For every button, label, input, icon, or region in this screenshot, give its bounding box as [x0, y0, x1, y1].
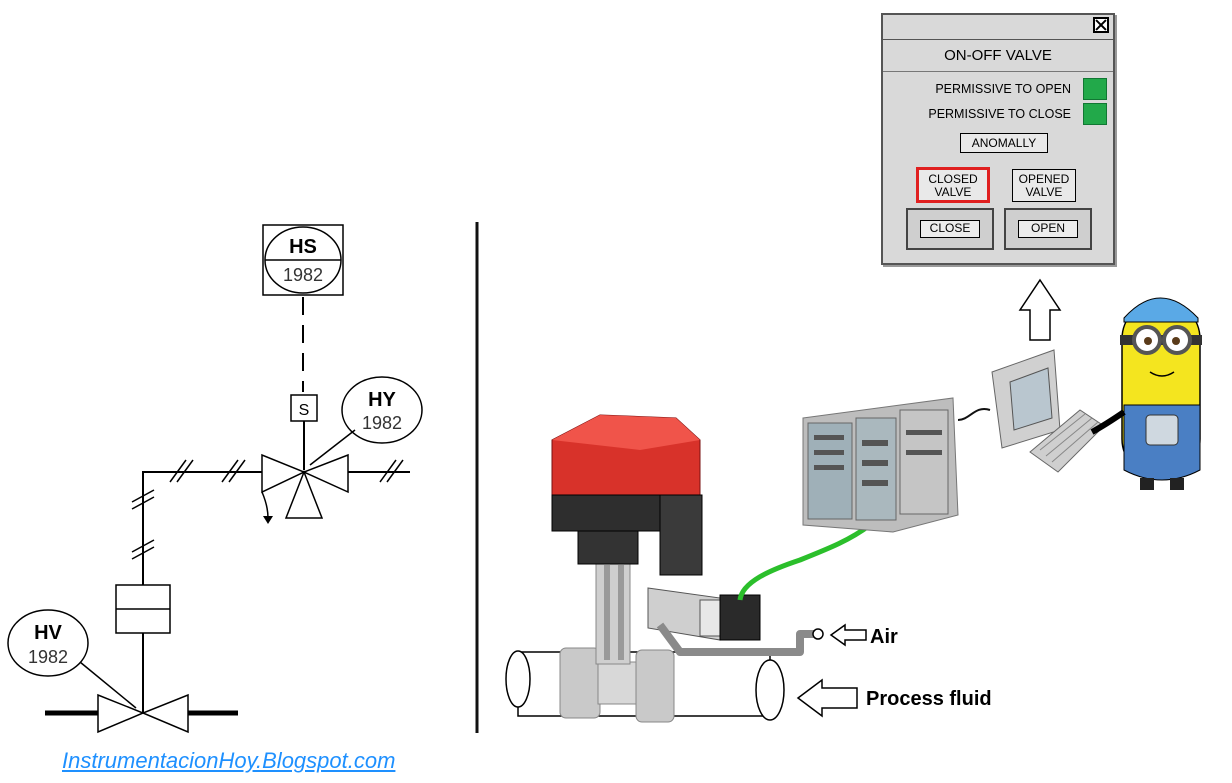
control-cabinet — [802, 397, 991, 533]
pneumatic-hatches — [131, 459, 404, 560]
close-button-label: CLOSE — [920, 220, 980, 238]
electric-actuator — [551, 414, 703, 576]
operator-computer — [991, 349, 1105, 473]
valve-stem — [577, 529, 639, 665]
permissive-close-row: PERMISSIVE TO CLOSE — [883, 103, 1113, 125]
air-arrow — [829, 623, 867, 647]
air-supply-tubing — [656, 622, 815, 656]
faceplate-separator — [883, 71, 1113, 72]
faceplate-titlebar — [883, 15, 1113, 40]
opened-valve-line1: OPENED — [1018, 172, 1070, 186]
hs-1982-instrument: HS 1982 — [262, 224, 344, 296]
permissive-open-indicator — [1083, 78, 1107, 100]
permissive-close-indicator — [1083, 103, 1107, 125]
open-button[interactable]: OPEN — [1004, 208, 1092, 250]
process-fluid-label: Process fluid — [866, 688, 992, 710]
hv-number: 1982 — [28, 647, 68, 667]
permissive-open-label: PERMISSIVE TO OPEN — [935, 82, 1071, 96]
permissive-close-label: PERMISSIVE TO CLOSE — [928, 107, 1071, 121]
opened-valve-indicator: OPENED VALVE — [1012, 169, 1076, 202]
hy-number: 1982 — [362, 413, 402, 433]
permissive-open-row: PERMISSIVE TO OPEN — [883, 78, 1113, 100]
anomaly-indicator: ANOMALLY — [960, 133, 1048, 153]
close-button[interactable]: CLOSE — [906, 208, 994, 250]
pneumatic-line — [142, 471, 262, 585]
up-arrow — [1018, 278, 1062, 341]
hv-1982-instrument: HV 1982 — [7, 609, 137, 709]
faceplate-title: ON-OFF VALVE — [944, 47, 1052, 64]
closed-valve-indicator: CLOSED VALVE — [916, 167, 990, 203]
hv-tag: HV — [34, 622, 62, 644]
blog-watermark-link[interactable]: InstrumentacionHoy.Blogspot.com — [62, 748, 396, 773]
opened-valve-line2: VALVE — [1025, 185, 1063, 199]
hy-tag: HY — [368, 389, 396, 411]
closed-valve-line1: CLOSED — [928, 172, 978, 186]
on-off-valve-faceplate: ON-OFF VALVE PERMISSIVE TO OPEN PERMISSI… — [881, 13, 1115, 265]
air-label: Air — [870, 626, 898, 648]
hy-1982-instrument: HY 1982 — [309, 376, 423, 466]
closed-valve-line2: VALVE — [934, 185, 972, 199]
process-pipe — [505, 647, 785, 723]
pid-schematic: HS 1982 S HY 1982 — [7, 224, 423, 734]
signal-cable — [737, 522, 872, 601]
solenoid-letter: S — [299, 402, 310, 419]
process-fluid-arrow — [796, 678, 858, 718]
hs-number: 1982 — [283, 265, 323, 285]
close-window-icon[interactable] — [1093, 17, 1109, 33]
hs-tag: HS — [289, 236, 317, 258]
minion-operator — [1090, 297, 1202, 490]
open-button-label: OPEN — [1018, 220, 1078, 238]
three-way-valve-symbol — [261, 453, 349, 519]
